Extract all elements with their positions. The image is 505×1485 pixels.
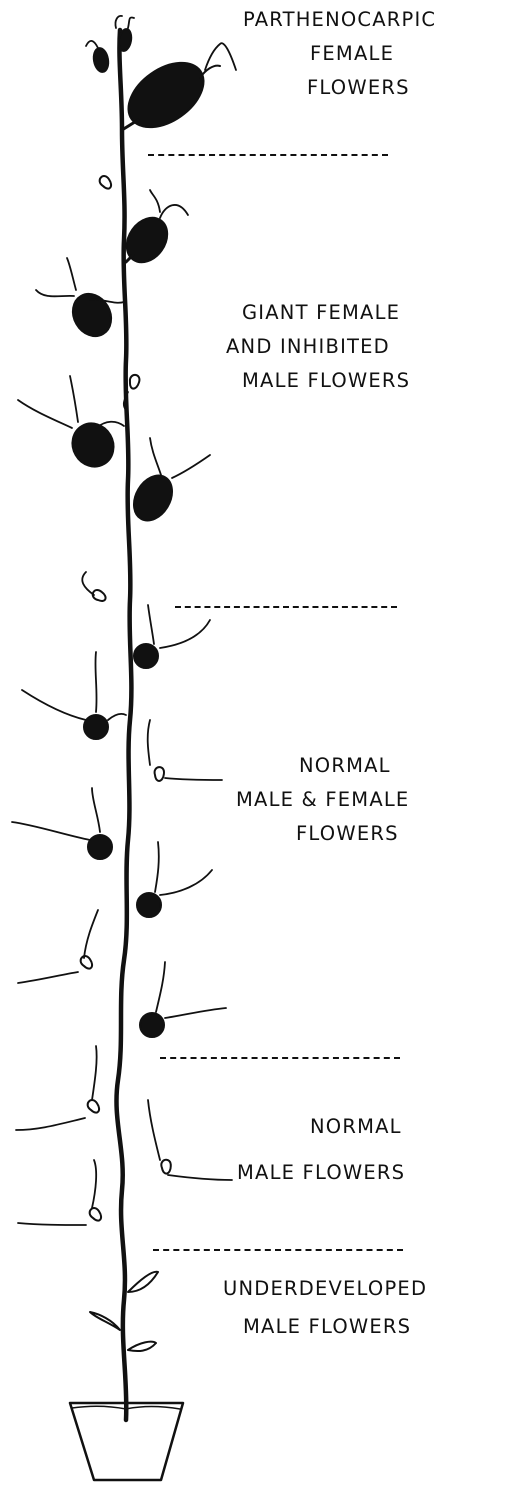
tendril bbox=[128, 17, 134, 28]
tendril bbox=[18, 972, 78, 983]
label-line: UNDERDEVELOPED bbox=[223, 1272, 427, 1306]
female-flower bbox=[137, 893, 161, 917]
tendril bbox=[160, 205, 188, 218]
male-flower bbox=[79, 954, 93, 970]
female-flower bbox=[84, 715, 108, 739]
tendril bbox=[148, 605, 154, 644]
tendril bbox=[150, 438, 162, 478]
male-flower bbox=[126, 373, 142, 390]
tendril bbox=[108, 714, 126, 720]
tendril bbox=[172, 455, 210, 478]
tendril bbox=[92, 1046, 97, 1100]
label-giant-female-inhibited-male: GIANT FEMALE AND INHIBITED MALE FLOWERS bbox=[226, 296, 410, 398]
label-line: PARTHENOCARPIC bbox=[243, 3, 473, 37]
tendril bbox=[92, 1160, 96, 1208]
label-normal-male: NORMAL MALE FLOWERS bbox=[237, 1110, 405, 1190]
zone-divider bbox=[160, 1057, 400, 1059]
tendril bbox=[82, 572, 94, 595]
male-flower bbox=[86, 1098, 100, 1114]
label-parthenocarpic-female-flowers: PARTHENOCARPIC FEMALE FLOWERS bbox=[243, 3, 473, 105]
tendril bbox=[160, 870, 212, 895]
female-flower bbox=[140, 1013, 164, 1037]
tendril bbox=[150, 190, 160, 212]
zone-divider bbox=[175, 606, 397, 608]
male-flower bbox=[159, 1159, 172, 1175]
tendril bbox=[18, 1223, 86, 1225]
label-line: MALE FLOWERS bbox=[223, 1310, 427, 1344]
label-line: MALE FLOWERS bbox=[226, 364, 410, 398]
label-line: FLOWERS bbox=[236, 817, 409, 851]
label-line: MALE FLOWERS bbox=[237, 1156, 405, 1190]
tendril bbox=[22, 690, 86, 720]
tendril bbox=[36, 290, 74, 296]
tendril bbox=[95, 652, 96, 712]
tendril bbox=[148, 1100, 160, 1160]
male-flower bbox=[98, 174, 112, 190]
label-line: FLOWERS bbox=[243, 71, 473, 105]
label-underdeveloped-male: UNDERDEVELOPED MALE FLOWERS bbox=[223, 1272, 427, 1344]
tendril bbox=[16, 1118, 85, 1130]
tendril bbox=[160, 620, 210, 648]
label-line: NORMAL bbox=[237, 1110, 405, 1144]
tendril bbox=[12, 822, 90, 840]
peduncle bbox=[122, 120, 138, 130]
label-normal-male-female: NORMAL MALE & FEMALE FLOWERS bbox=[236, 749, 409, 851]
tendril bbox=[92, 788, 100, 832]
underdeveloped-flower bbox=[128, 1272, 158, 1292]
female-flower bbox=[134, 644, 158, 668]
tendril bbox=[86, 41, 98, 48]
male-flower bbox=[91, 588, 107, 605]
label-line: MALE & FEMALE bbox=[236, 783, 409, 817]
label-line: AND INHIBITED bbox=[226, 330, 410, 364]
tendril bbox=[155, 842, 159, 892]
tendril bbox=[67, 258, 76, 290]
male-flower bbox=[88, 1206, 102, 1222]
label-line: FEMALE bbox=[243, 37, 473, 71]
female-flower bbox=[88, 835, 112, 859]
female-flower bbox=[117, 50, 216, 141]
tendril bbox=[168, 1175, 232, 1180]
zone-divider bbox=[153, 1249, 403, 1251]
label-line: GIANT FEMALE bbox=[226, 296, 410, 330]
tendril bbox=[165, 778, 222, 780]
tendril bbox=[165, 1008, 226, 1018]
male-flower bbox=[152, 766, 166, 782]
tendril bbox=[115, 16, 122, 28]
tendril bbox=[148, 720, 150, 765]
tendril bbox=[70, 376, 78, 422]
female-flower bbox=[92, 47, 110, 73]
zone-divider bbox=[148, 154, 388, 156]
tendril bbox=[156, 962, 165, 1012]
tendril bbox=[84, 910, 98, 958]
label-line: NORMAL bbox=[236, 749, 409, 783]
tendril bbox=[18, 400, 72, 428]
underdeveloped-flower bbox=[90, 1312, 120, 1330]
female-flower bbox=[65, 416, 122, 474]
underdeveloped-flower bbox=[128, 1342, 156, 1351]
